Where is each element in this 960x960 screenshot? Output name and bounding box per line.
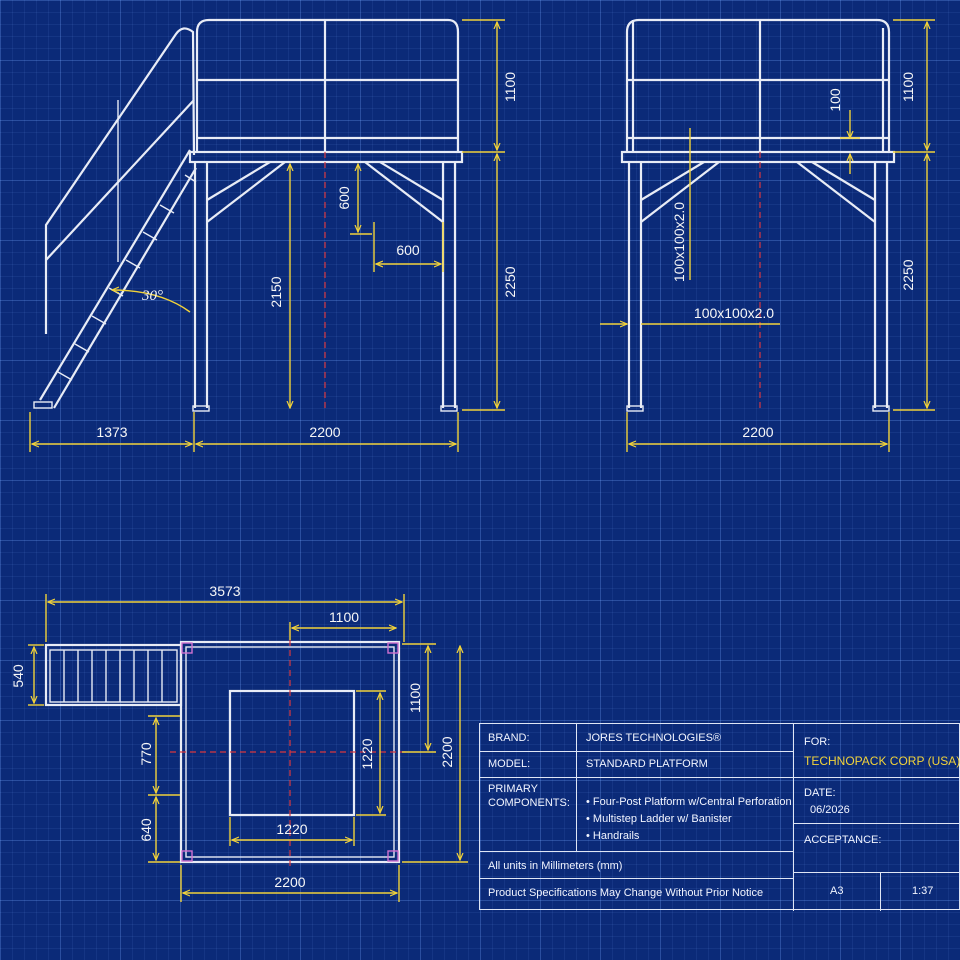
- acceptance-label: ACCEPTANCE:: [804, 834, 882, 846]
- for-label: FOR:: [804, 736, 831, 748]
- plan-left-lower-dim: 640: [138, 818, 154, 842]
- front-toe-board-dim: 100: [827, 88, 843, 112]
- plan-opening-height-dim: 1220: [359, 738, 375, 769]
- side-brace-horizontal-dim: 600: [396, 242, 420, 258]
- plan-right-segment-dim: 1100: [407, 683, 423, 713]
- drawing-scale: 1:37: [912, 885, 934, 897]
- side-rail-dim: 1100: [502, 72, 518, 102]
- side-brace-vertical-dim: 600: [336, 186, 352, 210]
- side-width-dim: 2200: [309, 424, 340, 440]
- brand-label: BRAND:: [488, 732, 530, 744]
- plan-bottom-width-dim: 2200: [274, 874, 305, 890]
- title-block: BRAND: JORES TECHNOLOGIES® MODEL: STANDA…: [479, 723, 960, 911]
- front-view: 2200 1100 2250 100 100x100x2.0 100x100x2…: [600, 18, 935, 452]
- side-view: 1373 2200 1100 2250 2150 600 600 30°: [29, 18, 518, 452]
- plan-top-segment-dim: 1100: [329, 609, 359, 625]
- spec-note: Product Specifications May Change Withou…: [488, 887, 764, 899]
- components-list: Four-Post Platform w/Central Perforation…: [586, 796, 792, 847]
- component-item: Four-Post Platform w/Central Perforation: [586, 796, 792, 808]
- plan-depth-dim: 2200: [439, 736, 455, 767]
- front-total-height-dim: 2250: [900, 259, 916, 290]
- component-item: Handrails: [586, 830, 792, 842]
- date-value: 06/2026: [810, 804, 850, 816]
- date-label: DATE:: [804, 787, 836, 799]
- brand-value: JORES TECHNOLOGIES®: [586, 732, 722, 744]
- components-label-line1: PRIMARY: [488, 783, 538, 795]
- component-item: Multistep Ladder w/ Banister: [586, 813, 792, 825]
- front-post-horizontal-dim: 100x100x2.0: [694, 305, 774, 321]
- plan-view: 3573 1100 540 1100 2200 1220 1220 770 64…: [10, 583, 468, 902]
- plan-left-upper-dim: 770: [138, 742, 154, 766]
- plan-stair-width-dim: 540: [10, 664, 26, 688]
- model-label: MODEL:: [488, 758, 531, 770]
- side-run-dim: 1373: [96, 424, 127, 440]
- units-note: All units in Millimeters (mm): [488, 860, 623, 872]
- front-rail-dim: 1100: [900, 72, 916, 102]
- front-width-dim: 2200: [742, 424, 773, 440]
- plan-overall-dim: 3573: [209, 583, 240, 599]
- components-label-line2: COMPONENTS:: [488, 797, 570, 809]
- for-value: TECHNOPACK CORP (USA): [804, 754, 960, 768]
- side-deck-height-dim: 2150: [268, 276, 284, 307]
- stair-angle-dim: 30°: [141, 288, 163, 304]
- sheet-size: A3: [830, 885, 844, 897]
- front-post-vertical-dim: 100x100x2.0: [671, 202, 687, 282]
- model-value: STANDARD PLATFORM: [586, 758, 708, 770]
- side-total-height-dim: 2250: [502, 266, 518, 297]
- plan-opening-width-dim: 1220: [276, 821, 307, 837]
